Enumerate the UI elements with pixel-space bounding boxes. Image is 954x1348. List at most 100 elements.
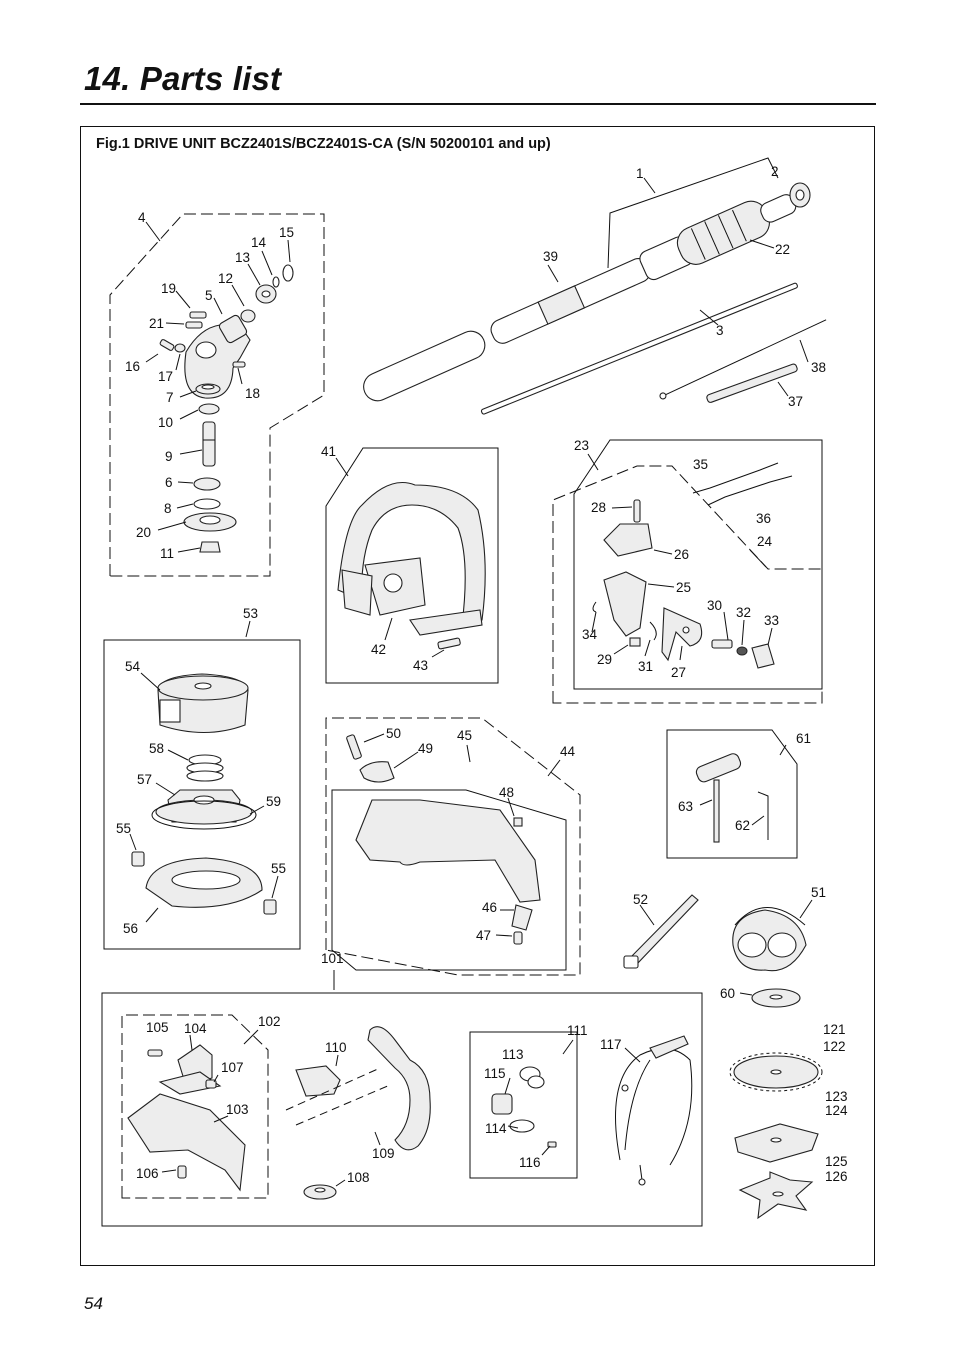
- callout: 116: [519, 1155, 541, 1170]
- callout: 17: [158, 369, 173, 384]
- callout: 11: [160, 546, 174, 561]
- callout: 55: [116, 821, 131, 836]
- blades-group: [729, 1052, 823, 1220]
- callout-labels: 1 2 3 4 5 6 7 8 9 10 11 12 13 14 15 16 1…: [116, 164, 848, 1185]
- callout: 33: [764, 613, 779, 628]
- callout: 125: [825, 1154, 848, 1169]
- callout: 121: [823, 1022, 846, 1037]
- callout: 109: [372, 1146, 395, 1161]
- callout: 6: [165, 475, 173, 490]
- callout: 58: [149, 741, 164, 756]
- shoulder-kit-group: [101, 970, 703, 1227]
- callout: 105: [146, 1020, 169, 1035]
- callout: 19: [161, 281, 176, 296]
- callout: 104: [184, 1021, 207, 1036]
- callout: 110: [325, 1040, 347, 1055]
- figure-frame: [80, 126, 875, 1266]
- callout: 32: [736, 605, 751, 620]
- callout: 28: [591, 500, 606, 515]
- page-title: 14. Parts list: [84, 60, 282, 97]
- callout: 114: [485, 1121, 507, 1136]
- callout: 21: [149, 316, 164, 331]
- callout: 106: [136, 1166, 159, 1181]
- callout: 59: [266, 794, 281, 809]
- callout: 36: [756, 511, 771, 526]
- callout: 117: [600, 1037, 622, 1052]
- callout: 49: [418, 741, 433, 756]
- callout: 5: [205, 288, 213, 303]
- callout: 111: [567, 1023, 588, 1038]
- callout: 29: [597, 652, 612, 667]
- callout: 107: [221, 1060, 244, 1075]
- callout: 102: [258, 1014, 281, 1029]
- throttle-group: [552, 439, 823, 704]
- callout: 30: [707, 598, 722, 613]
- callout: 4: [138, 210, 146, 225]
- callout: 41: [321, 444, 336, 459]
- shaft-assembly: [363, 157, 827, 415]
- callout: 31: [638, 659, 653, 674]
- loop-handle-group: [325, 447, 499, 684]
- callout: 61: [796, 731, 811, 746]
- callout: 62: [735, 818, 750, 833]
- callout: 122: [823, 1039, 846, 1054]
- cover-group: [325, 717, 581, 976]
- callout: 103: [226, 1102, 249, 1117]
- collar-part-2: [789, 182, 811, 208]
- callout: 63: [678, 799, 693, 814]
- callout: 53: [243, 606, 258, 621]
- shaft-tube: [363, 194, 797, 402]
- callout: 108: [347, 1170, 370, 1185]
- callout: 2: [771, 164, 779, 179]
- callout: 22: [775, 242, 790, 257]
- callout: 51: [811, 885, 826, 900]
- callout: 44: [560, 744, 576, 759]
- callout: 42: [371, 642, 386, 657]
- callout: 126: [825, 1169, 848, 1184]
- drive-shaft-part-3: [480, 282, 798, 415]
- callout: 56: [123, 921, 138, 936]
- callout: 39: [543, 249, 558, 264]
- title-rule: [80, 103, 876, 105]
- page-number: 54: [84, 1294, 103, 1313]
- callout: 115: [484, 1066, 506, 1081]
- callout: 46: [482, 900, 497, 915]
- callout: 60: [720, 986, 735, 1001]
- flex-cable-part-38: [659, 319, 827, 400]
- callout: 52: [633, 892, 648, 907]
- tool-kit-group: [666, 729, 798, 859]
- callout: 50: [386, 726, 401, 741]
- callout: 35: [693, 457, 708, 472]
- callout: 23: [574, 438, 589, 453]
- accessories-group: [623, 894, 813, 1008]
- callout: 1: [636, 166, 644, 181]
- callout: 12: [218, 271, 233, 286]
- callout: 8: [164, 501, 172, 516]
- callout: 3: [716, 323, 724, 338]
- callout: 13: [235, 250, 250, 265]
- callout: 45: [457, 728, 472, 743]
- callout: 47: [476, 928, 491, 943]
- callout: 15: [279, 225, 294, 240]
- callout: 101: [321, 951, 344, 966]
- callout: 18: [245, 386, 260, 401]
- callout: 27: [671, 665, 686, 680]
- callout: 9: [165, 449, 173, 464]
- spring-part-37: [706, 363, 798, 403]
- callout: 24: [757, 534, 773, 549]
- callout: 26: [674, 547, 689, 562]
- callout: 34: [582, 627, 598, 642]
- callout: 54: [125, 659, 141, 674]
- callout: 25: [676, 580, 691, 595]
- callout: 16: [125, 359, 140, 374]
- callout: 37: [788, 394, 803, 409]
- callout: 55: [271, 861, 286, 876]
- callout: 123: [825, 1089, 848, 1104]
- nylon-head-group: [103, 620, 301, 950]
- callout: 20: [136, 525, 151, 540]
- callout: 124: [825, 1103, 848, 1118]
- callout: 113: [502, 1047, 524, 1062]
- figure-caption: Fig.1 DRIVE UNIT BCZ2401S/BCZ2401S-CA (S…: [96, 136, 551, 152]
- callout: 10: [158, 415, 173, 430]
